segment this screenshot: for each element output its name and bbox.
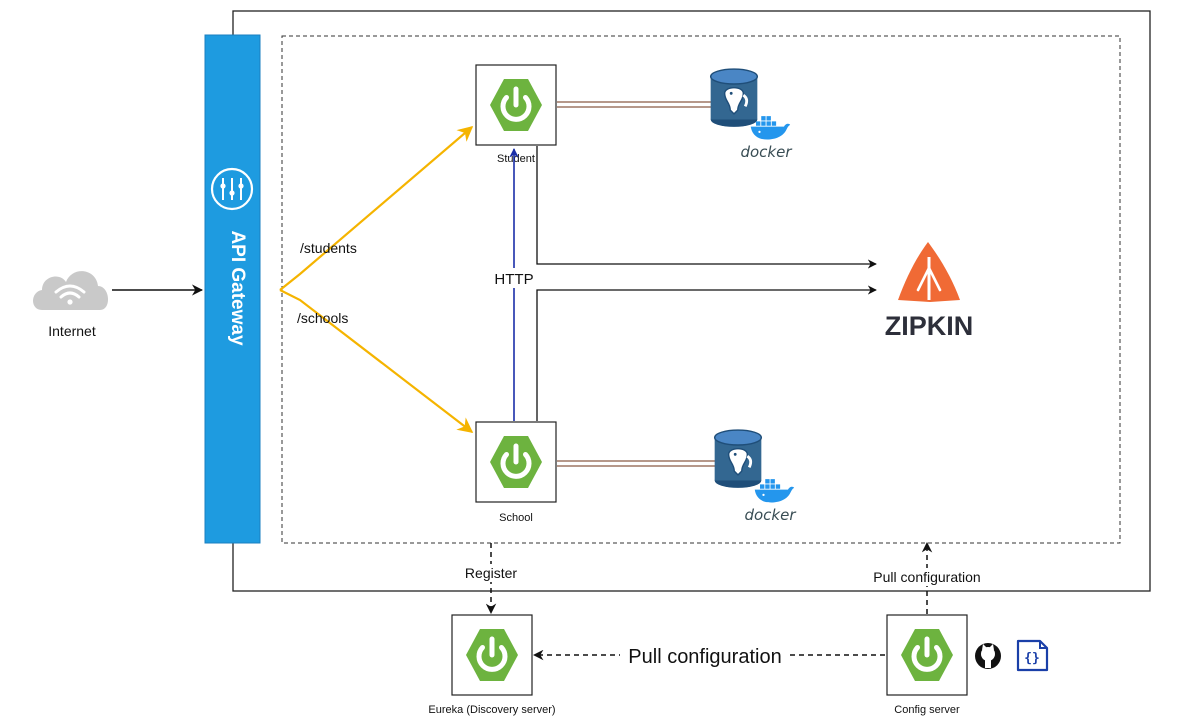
schools-route-label: /schools: [297, 310, 348, 326]
pull-config-gateway-label-bg: [866, 568, 988, 586]
eureka-server: Eureka (Discovery server): [428, 614, 556, 716]
json-file-icon: {}: [1016, 639, 1049, 672]
http-label: HTTP: [494, 271, 533, 288]
school-service: School: [475, 421, 557, 524]
school-trace-arrow: [536, 285, 877, 421]
internet-node: Internet: [33, 271, 109, 339]
api-gateway-label: API Gateway: [227, 230, 248, 346]
student-service: Student: [475, 64, 557, 165]
config-server: Config server: [886, 614, 968, 716]
postgres-db-icon: [713, 428, 763, 490]
pull-config-eureka-label: Pull configuration: [628, 646, 781, 668]
student-docker-label: docker: [740, 143, 792, 161]
schools-route-arrow: [279, 289, 474, 433]
github-icon: [975, 643, 1001, 669]
school-database: docker: [713, 428, 796, 524]
student-database: docker: [709, 67, 792, 161]
config-label: Config server: [894, 704, 960, 716]
system-boundary: [232, 10, 1151, 592]
api-gateway: API Gateway: [204, 34, 261, 544]
http-label-bg: [490, 268, 538, 288]
school-label: School: [499, 512, 533, 524]
docker-whale-icon: [754, 479, 795, 503]
cloud-wifi-icon: [33, 271, 109, 310]
students-route-arrow: [279, 125, 474, 291]
json-glyph: {}: [1024, 651, 1040, 666]
student-label: Student: [497, 153, 535, 165]
internet-label: Internet: [48, 323, 96, 339]
register-label: Register: [465, 565, 517, 581]
pull-config-eureka-label-bg: [620, 643, 790, 669]
register-label-bg: [460, 564, 524, 582]
students-route-label: /students: [300, 240, 357, 256]
zipkin-logo-icon: [898, 242, 960, 302]
school-db-link: [557, 460, 716, 467]
postgres-db-icon: [709, 67, 759, 129]
api-gateway-icon: [210, 167, 254, 211]
school-docker-label: docker: [744, 506, 796, 524]
pull-config-gateway-label: Pull configuration: [873, 569, 980, 585]
zipkin-node: ZIPKIN: [885, 242, 974, 341]
zipkin-label: ZIPKIN: [885, 311, 974, 341]
eureka-label: Eureka (Discovery server): [428, 704, 555, 716]
student-trace-arrow: [536, 146, 877, 269]
student-db-link: [557, 101, 712, 108]
